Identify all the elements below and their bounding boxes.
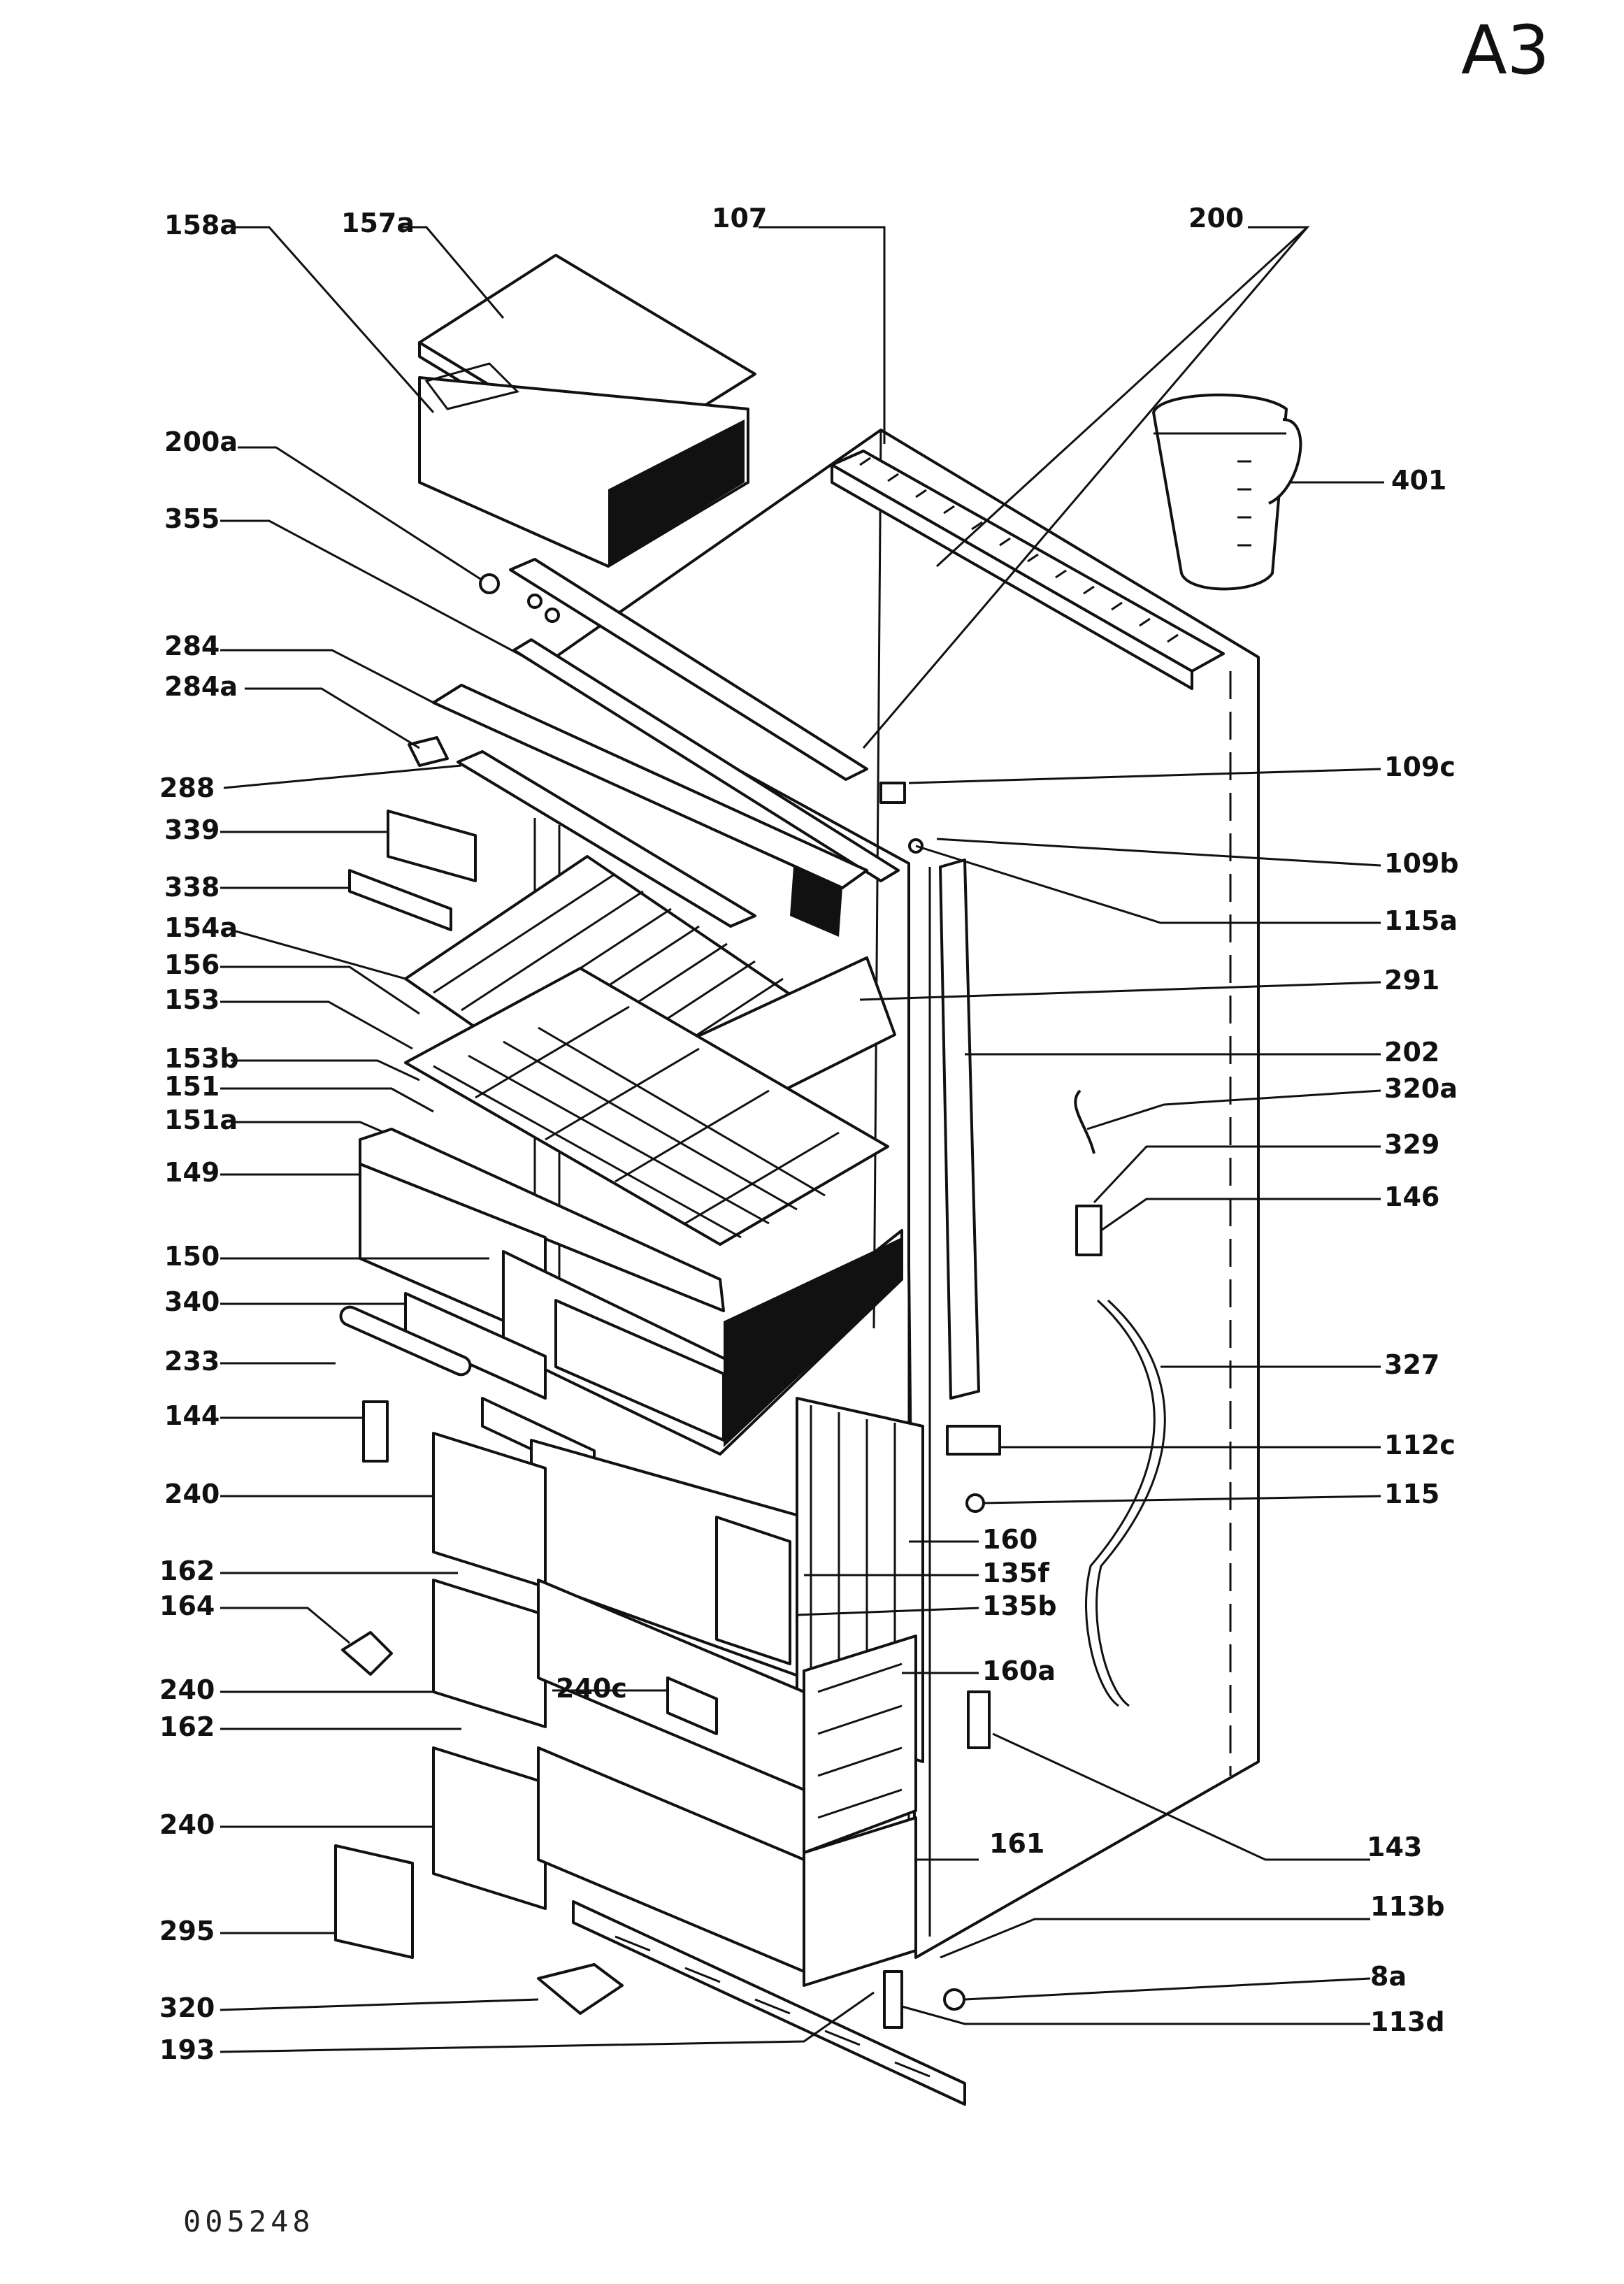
label-162-top: 162 (159, 1556, 215, 1586)
label-113d: 113d (1370, 2006, 1445, 2037)
label-355: 355 (164, 503, 220, 534)
wire-shelf (404, 967, 889, 1246)
label-109b: 109b (1384, 848, 1459, 879)
freezer-compartment (418, 254, 756, 568)
label-109c: 109c (1384, 752, 1456, 782)
label-164: 164 (159, 1590, 215, 1621)
label-149: 149 (164, 1157, 220, 1188)
label-338: 338 (164, 872, 220, 903)
kick-plate (572, 1900, 966, 2106)
label-160: 160 (982, 1524, 1037, 1555)
label-153: 153 (164, 984, 220, 1015)
label-113b: 113b (1370, 1891, 1445, 1922)
label-339: 339 (164, 814, 220, 845)
small-brackets (348, 810, 477, 931)
top-vent-grille (831, 450, 1225, 690)
label-202: 202 (1384, 1037, 1439, 1068)
page-id: A3 (1461, 11, 1550, 89)
leader-lines (220, 226, 1384, 2053)
crisper-drawers (359, 1128, 903, 1456)
label-233: 233 (164, 1346, 220, 1377)
label-240-top: 240 (164, 1479, 220, 1509)
label-193: 193 (159, 2034, 215, 2065)
label-161: 161 (989, 1828, 1044, 1859)
label-320: 320 (159, 1992, 215, 2023)
label-135b: 135b (982, 1590, 1057, 1621)
label-115: 115 (1384, 1479, 1439, 1509)
door-shelves (432, 1432, 805, 1973)
label-158a: 158a (164, 210, 238, 240)
label-284: 284 (164, 631, 220, 661)
label-154a: 154a (164, 912, 238, 943)
label-135f: 135f (982, 1558, 1049, 1588)
label-156: 156 (164, 949, 220, 980)
label-200a: 200a (164, 426, 238, 457)
label-240-bottom: 240 (159, 1809, 215, 1840)
label-115a: 115a (1384, 905, 1458, 936)
label-329: 329 (1384, 1129, 1439, 1160)
label-160a: 160a (982, 1655, 1056, 1686)
label-157a: 157a (341, 208, 415, 238)
part-labels: 158a 157a 107 200 200a 401 355 284 284a … (159, 203, 1459, 2065)
label-295: 295 (159, 1916, 215, 1946)
label-8a: 8a (1370, 1961, 1407, 1992)
right-hardware (879, 782, 1166, 2029)
label-144: 144 (164, 1400, 220, 1431)
light-housing (408, 684, 868, 937)
label-240c: 240c (556, 1673, 627, 1704)
upper-rails (479, 558, 900, 882)
label-112c: 112c (1384, 1430, 1456, 1460)
label-401: 401 (1391, 465, 1446, 496)
label-240-mid: 240 (159, 1674, 215, 1705)
label-327: 327 (1384, 1349, 1439, 1380)
measuring-jug (1152, 393, 1302, 591)
label-320a: 320a (1384, 1073, 1458, 1104)
label-143: 143 (1367, 1832, 1422, 1862)
label-291: 291 (1384, 965, 1439, 996)
label-284a: 284a (164, 671, 238, 702)
label-162-bottom: 162 (159, 1711, 215, 1742)
label-200: 200 (1188, 203, 1244, 234)
label-150: 150 (164, 1241, 220, 1272)
label-151: 151 (164, 1071, 220, 1102)
label-153b: 153b (164, 1043, 239, 1074)
label-151a: 151a (164, 1105, 238, 1135)
left-small-parts (334, 1400, 624, 2015)
bottle-rack (803, 1635, 917, 1987)
label-340: 340 (164, 1286, 220, 1317)
label-146: 146 (1384, 1181, 1439, 1212)
label-288: 288 (159, 773, 215, 803)
document-number: 005248 (183, 2204, 315, 2239)
label-107: 107 (712, 203, 767, 234)
